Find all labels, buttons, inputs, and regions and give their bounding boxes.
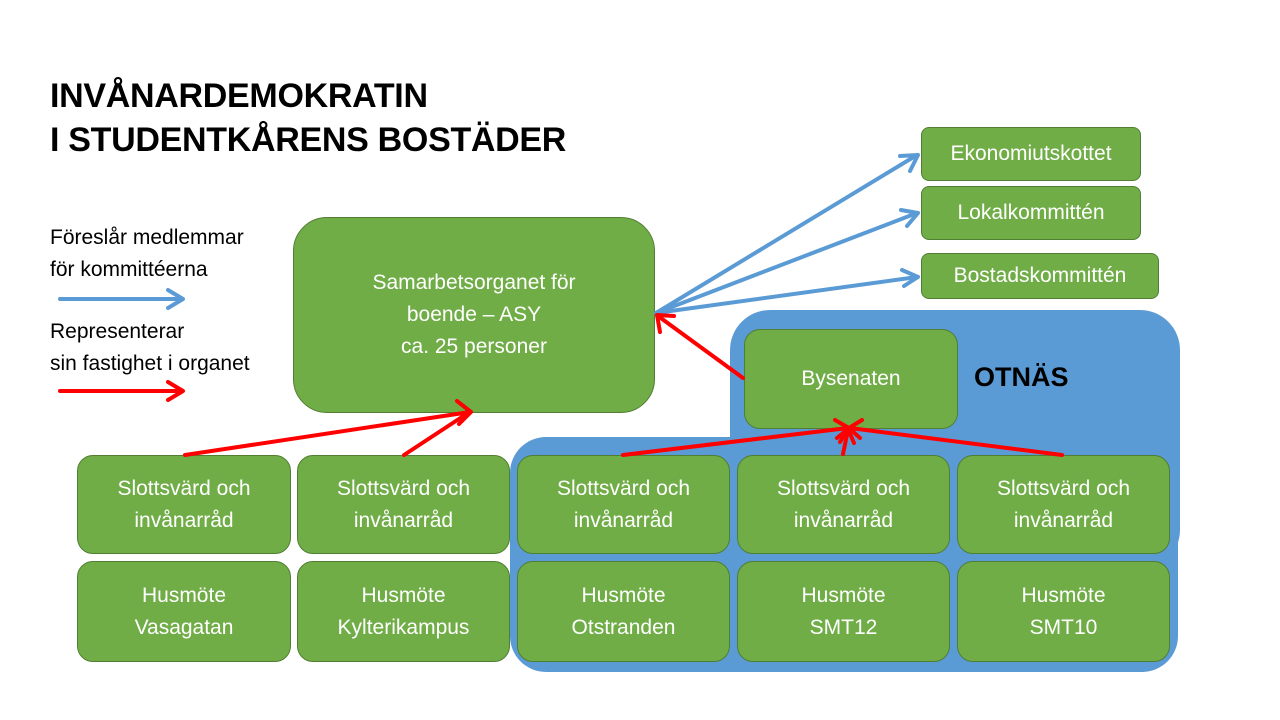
legend-red-line-2: sin fastighet i organet xyxy=(50,352,250,375)
council-smt10[interactable]: Slottsvärd och invånarråd xyxy=(957,455,1170,554)
council-line-1: Slottsvärd och xyxy=(996,476,1131,500)
legend-red-line-1: Representerar xyxy=(50,320,185,343)
central-line-3: ca. 25 personer xyxy=(401,335,547,358)
title-line-1: INVÅNARDEMOKRATIN xyxy=(50,77,428,115)
bysenaten-label: Bysenaten xyxy=(801,367,901,390)
committee-label: Lokalkommittén xyxy=(957,201,1105,224)
council-line-1: Slottsvärd och xyxy=(336,476,471,500)
committee-label: Bostadskommittén xyxy=(953,264,1127,287)
council-line-2: invånarråd xyxy=(793,508,894,532)
committee-ekonomiutskottet[interactable]: Ekonomiutskottet xyxy=(921,127,1141,181)
council-line-2: invånarråd xyxy=(1013,508,1114,532)
meeting-line-1: Husmöte xyxy=(361,583,446,607)
committee-bostadskommitten[interactable]: Bostadskommittén xyxy=(921,253,1159,299)
legend-blue-text: Föreslår medlemmar för kommittéerna xyxy=(50,222,244,286)
arrow-to-bostadskommitten xyxy=(654,268,920,315)
council-line-2: invånarråd xyxy=(134,508,234,532)
arrow-to-lokalkommitten xyxy=(654,208,920,315)
council-vasagatan[interactable]: Slottsvärd och invånarråd xyxy=(77,455,291,554)
meeting-line-1: Husmöte xyxy=(801,583,886,607)
central-body-asy[interactable]: Samarbetsorganet för boende – ASY ca. 25… xyxy=(293,217,655,413)
council-smt12[interactable]: Slottsvärd och invånarråd xyxy=(737,455,950,554)
legend-blue-line-2: för kommittéerna xyxy=(50,258,208,281)
legend-red-text: Representerar sin fastighet i organet xyxy=(50,316,250,380)
meeting-line-2: SMT10 xyxy=(1029,615,1098,639)
meeting-line-2: Kylterikampus xyxy=(337,615,470,639)
committee-lokalkommitten[interactable]: Lokalkommittén xyxy=(921,186,1141,240)
meeting-line-2: SMT12 xyxy=(809,615,878,639)
title-line-2: I STUDENTKÅRENS BOSTÄDER xyxy=(50,121,567,159)
council-line-1: Slottsvärd och xyxy=(556,476,691,500)
meeting-line-1: Husmöte xyxy=(141,583,226,607)
meeting-line-1: Husmöte xyxy=(581,583,666,607)
central-line-2: boende – ASY xyxy=(406,303,542,326)
meeting-line-2: Otstranden xyxy=(571,615,676,639)
legend-red-arrow xyxy=(58,380,185,402)
central-line-1: Samarbetsorganet för xyxy=(372,271,576,294)
council-kylterikampus[interactable]: Slottsvärd och invånarråd xyxy=(297,455,510,554)
page-title: INVÅNARDEMOKRATIN I STUDENTKÅRENS BOSTÄD… xyxy=(50,74,566,162)
legend-blue-arrow xyxy=(58,288,185,310)
arrow-kylterikampus-to-asy xyxy=(402,411,470,457)
council-line-1: Slottsvärd och xyxy=(776,476,911,500)
council-otstranden[interactable]: Slottsvärd och invånarråd xyxy=(517,455,730,554)
legend-blue-line-1: Föreslår medlemmar xyxy=(50,226,244,249)
council-line-2: invånarråd xyxy=(573,508,674,532)
council-line-2: invånarråd xyxy=(353,508,454,532)
bysenaten-box[interactable]: Bysenaten xyxy=(744,329,958,429)
committee-label: Ekonomiutskottet xyxy=(950,142,1112,165)
meeting-line-1: Husmöte xyxy=(1021,583,1106,607)
arrow-to-ekonomiutskottet xyxy=(654,153,920,315)
council-line-1: Slottsvärd och xyxy=(117,476,251,500)
meeting-line-2: Vasagatan xyxy=(134,615,234,639)
otnas-label: OTNÄS xyxy=(974,362,1069,392)
